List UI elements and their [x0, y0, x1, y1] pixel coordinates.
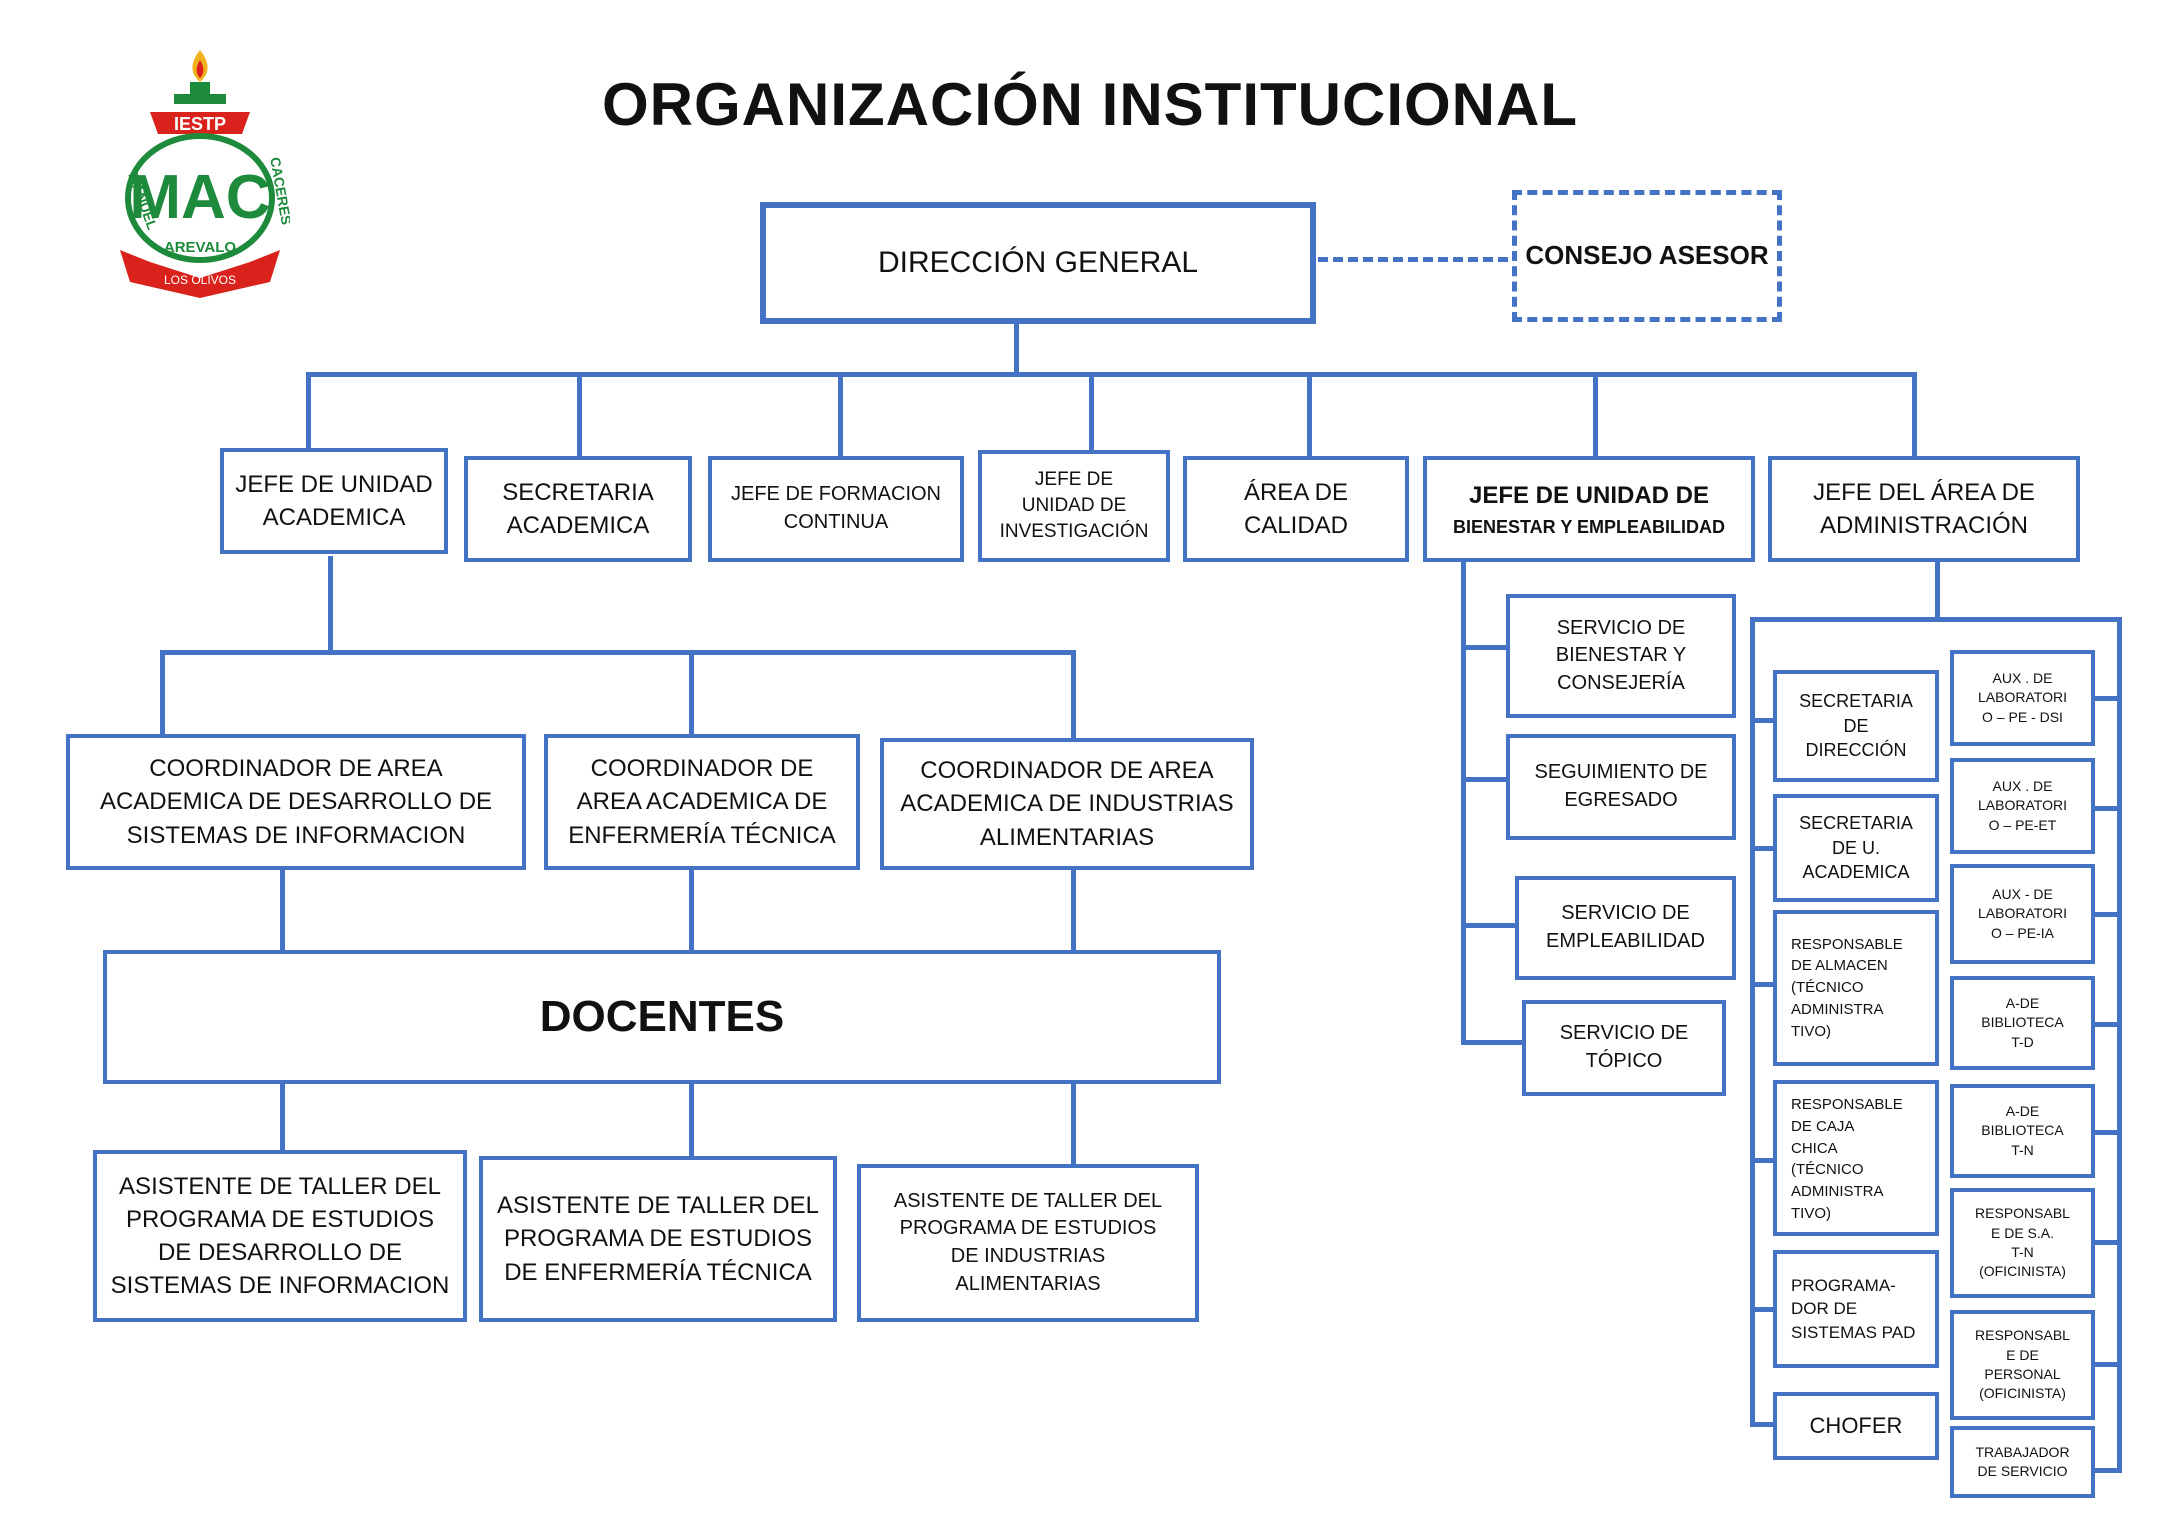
logo-monogram: MAC	[129, 163, 270, 232]
connector	[1750, 1422, 1775, 1427]
connector	[1071, 868, 1076, 954]
connector	[2090, 1468, 2120, 1473]
servicio-bienestar-box: SERVICIO DE BIENESTAR Y CONSEJERÍA	[1506, 594, 1736, 718]
aux-lab-dsi-box: AUX . DE LABORATORI O – PE - DSI	[1950, 650, 2095, 746]
connector	[838, 372, 843, 458]
connector	[328, 556, 333, 654]
jefe-bienestar-subtitle: BIENESTAR Y EMPLEABILIDAD	[1452, 516, 1726, 537]
connector	[306, 372, 311, 450]
connector	[577, 372, 582, 458]
coordinador-dsi-box: COORDINADOR DE AREA ACADEMICA DE DESARRO…	[66, 734, 526, 870]
programador-box: PROGRAMA- DOR DE SISTEMAS PAD	[1773, 1250, 1939, 1368]
jefe-bienestar-title: JEFE DE UNIDAD DE	[1468, 481, 1710, 509]
secretaria-direccion-box: SECRETARIA DE DIRECCIÓN	[1773, 670, 1939, 782]
jefe-formacion-continua-box: JEFE DE FORMACION CONTINUA	[708, 456, 964, 562]
biblioteca-td-box: A-DE BIBLIOTECA T-D	[1950, 976, 2095, 1070]
coordinador-industrias-box: COORDINADOR DE AREA ACADEMICA DE INDUSTR…	[880, 738, 1254, 870]
biblioteca-tn-box: A-DE BIBLIOTECA T-N	[1950, 1084, 2095, 1178]
connector	[689, 1082, 694, 1160]
connector	[1461, 923, 1519, 928]
secretaria-u-academica-box: SECRETARIA DE U. ACADEMICA	[1773, 794, 1939, 902]
responsable-caja-box: RESPONSABLE DE CAJA CHICA (TÉCNICO ADMIN…	[1773, 1080, 1939, 1236]
logo-top-text: IESTP	[174, 114, 226, 134]
connector	[1071, 1082, 1076, 1164]
area-calidad-box: ÁREA DE CALIDAD	[1183, 456, 1409, 562]
connector	[280, 868, 285, 954]
connector	[2090, 1362, 2120, 1367]
connector	[1912, 372, 1917, 460]
servicio-topico-box: SERVICIO DE TÓPICO	[1522, 1000, 1726, 1096]
docentes-box: DOCENTES	[103, 950, 1221, 1084]
connector	[1089, 372, 1094, 452]
jefe-unidad-investigacion-box: JEFE DE UNIDAD DE INVESTIGACIÓN	[978, 450, 1170, 562]
connector	[1593, 372, 1598, 458]
connector	[1071, 650, 1076, 740]
connector	[160, 650, 1075, 655]
connector	[1461, 1040, 1527, 1045]
connector	[1307, 372, 1312, 458]
connector	[2090, 912, 2120, 917]
connector	[689, 868, 694, 954]
responsable-sa-box: RESPONSABL E DE S.A. T-N (OFICINISTA)	[1950, 1188, 2095, 1298]
servicio-empleabilidad-box: SERVICIO DE EMPLEABILIDAD	[1515, 876, 1736, 980]
connector	[1935, 560, 1940, 620]
connector	[1318, 257, 1508, 262]
coordinador-enfermeria-box: COORDINADOR DE AREA ACADEMICA DE ENFERME…	[544, 734, 860, 870]
connector	[1461, 777, 1509, 782]
asistente-dsi-box: ASISTENTE DE TALLER DEL PROGRAMA DE ESTU…	[93, 1150, 467, 1322]
connector	[1750, 1158, 1775, 1163]
responsable-personal-box: RESPONSABL E DE PERSONAL (OFICINISTA)	[1950, 1310, 2095, 1420]
direccion-general-box: DIRECCIÓN GENERAL	[760, 202, 1316, 324]
connector	[1461, 560, 1466, 1045]
jefe-unidad-academica-box: JEFE DE UNIDAD ACADEMICA	[220, 448, 448, 554]
connector	[1750, 846, 1775, 851]
trabajador-servicio-box: TRABAJADOR DE SERVICIO	[1950, 1426, 2095, 1498]
consejo-asesor-box: CONSEJO ASESOR	[1512, 190, 1782, 322]
connector	[1750, 718, 1775, 723]
connector	[689, 650, 694, 738]
seguimiento-egresado-box: SEGUIMIENTO DE EGRESADO	[1506, 734, 1736, 840]
jefe-administracion-box: JEFE DEL ÁREA DE ADMINISTRACIÓN	[1768, 456, 2080, 562]
connector	[160, 650, 165, 738]
connector	[2090, 696, 2120, 701]
connector	[2090, 1022, 2120, 1027]
asistente-enfermeria-box: ASISTENTE DE TALLER DEL PROGRAMA DE ESTU…	[479, 1156, 837, 1322]
connector	[280, 1082, 285, 1156]
responsable-almacen-box: RESPONSABLE DE ALMACEN (TÉCNICO ADMINIST…	[1773, 910, 1939, 1066]
connector	[1461, 645, 1509, 650]
aux-lab-et-box: AUX . DE LABORATORI O – PE-ET	[1950, 758, 2095, 854]
asistente-industrias-box: ASISTENTE DE TALLER DEL PROGRAMA DE ESTU…	[857, 1164, 1199, 1322]
connector	[2090, 806, 2120, 811]
secretaria-academica-box: SECRETARIA ACADEMICA	[464, 456, 692, 562]
institution-logo: IESTP MAC MANUEL CACERES AREVALO LOS OLI…	[120, 50, 290, 298]
logo-bottom-text: AREVALO	[164, 239, 237, 256]
logo-ribbon-text: LOS OLIVOS	[164, 273, 236, 287]
connector	[1750, 982, 1775, 987]
page-title: ORGANIZACIÓN INSTITUCIONAL	[602, 71, 1578, 138]
aux-lab-ia-box: AUX - DE LABORATORI O – PE-IA	[1950, 864, 2095, 964]
connector	[1750, 617, 2122, 622]
connector	[2090, 1240, 2120, 1245]
connector	[1750, 617, 1755, 1427]
jefe-bienestar-box: JEFE DE UNIDAD DE BIENESTAR Y EMPLEABILI…	[1423, 456, 1755, 562]
connector	[1750, 1307, 1775, 1312]
connector	[2090, 1130, 2120, 1135]
chofer-box: CHOFER	[1773, 1392, 1939, 1460]
connector	[306, 372, 1916, 377]
connector	[1014, 322, 1019, 374]
connector	[2117, 617, 2122, 1473]
